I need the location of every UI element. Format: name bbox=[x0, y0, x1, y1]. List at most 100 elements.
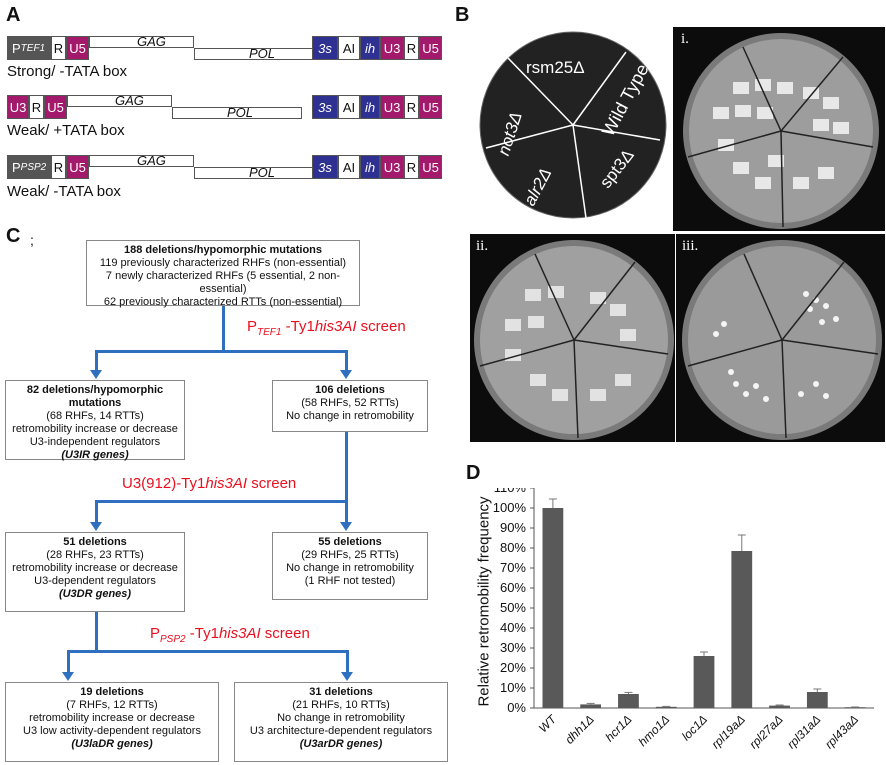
y-tick-label: 10% bbox=[500, 680, 526, 695]
u3-right-box-2: U3 bbox=[380, 155, 404, 179]
box-55-line-2: No change in retromobility bbox=[286, 562, 414, 574]
box-19-deletions: 19 deletions (7 RHFs, 12 RTTs) retromobi… bbox=[5, 682, 219, 762]
construct-caption-2: Weak/ -TATA box bbox=[7, 183, 121, 200]
box-51-line-3: U3-dependent regulators bbox=[34, 575, 156, 587]
panel-label-a: A bbox=[6, 4, 21, 26]
3s-box-2: 3s bbox=[312, 155, 338, 179]
bar-4 bbox=[693, 656, 715, 708]
pol-label: POL bbox=[249, 46, 276, 61]
connector-left-drop-3 bbox=[67, 650, 70, 674]
gag-region bbox=[89, 36, 194, 48]
connector-106-vertical bbox=[345, 432, 348, 502]
ai-box-1: AI bbox=[338, 95, 360, 119]
connector-51-vertical bbox=[95, 612, 98, 652]
bar-1 bbox=[580, 704, 602, 708]
box-31-title: 31 deletions bbox=[309, 686, 373, 698]
box-55-deletions: 55 deletions (29 RHFs, 25 RTTs) No chang… bbox=[272, 532, 428, 600]
screen-1-label: PTEF1 -Ty1his3AI screen bbox=[247, 318, 406, 338]
bar-7 bbox=[806, 692, 828, 708]
box-51-title: 51 deletions bbox=[63, 536, 127, 548]
x-tick-label-0: WT bbox=[536, 711, 560, 735]
connector-right-drop-1 bbox=[345, 350, 348, 372]
box-31-line-1: (21 RHFs, 10 RTTs) bbox=[292, 699, 390, 711]
connector-left-drop-2 bbox=[95, 500, 98, 524]
screen-3-ital: his3AI bbox=[218, 625, 261, 642]
u5-right-box-1: U5 bbox=[419, 95, 442, 119]
panel-label-c: C bbox=[6, 225, 21, 247]
screen-2-prefix: U3(912)-Ty1 bbox=[122, 475, 206, 492]
y-tick-label: 60% bbox=[500, 580, 526, 595]
screen-3-suffix: screen bbox=[260, 625, 310, 642]
y-tick-label: 80% bbox=[500, 540, 526, 555]
screen-2-suffix: screen bbox=[247, 475, 297, 492]
box-188-line-1: 119 previously characterized RHFs (non-e… bbox=[99, 257, 347, 269]
box-55-title: 55 deletions bbox=[318, 536, 382, 548]
screen-3-prefix: P bbox=[150, 625, 161, 642]
arrowhead-82 bbox=[90, 370, 102, 379]
ih-box-1: ih bbox=[360, 95, 380, 119]
chart-svg: 0%10%20%30%40%50%60%70%80%90%100%110%WTd… bbox=[493, 488, 874, 751]
x-tick-label-1: dhh1Δ bbox=[562, 712, 596, 746]
arrowhead-19 bbox=[62, 672, 74, 681]
box-82-deletions: 82 deletions/hypomorphic mutations (68 R… bbox=[5, 380, 185, 461]
screen-3-label: PPSP2 -Ty1his3AI screen bbox=[150, 625, 310, 645]
connector-left-drop-1 bbox=[95, 350, 98, 372]
pol-label: POL bbox=[249, 165, 276, 180]
x-tick-label-8: rpl43aΔ bbox=[822, 712, 861, 751]
y-tick-label: 30% bbox=[500, 640, 526, 655]
screen-3-mid: -Ty1 bbox=[185, 625, 219, 642]
box-19-line-1: (7 RHFs, 12 RTTs) bbox=[66, 699, 158, 711]
screen-2-label: U3(912)-Ty1his3AI screen bbox=[122, 475, 296, 492]
box-31-line-4: (U3arDR genes) bbox=[299, 738, 383, 750]
panel-label-b: B bbox=[455, 4, 470, 26]
panel-label-d: D bbox=[466, 462, 481, 484]
box-106-line-2: No change in retromobility bbox=[286, 410, 414, 422]
3s-box-0: 3s bbox=[312, 36, 338, 60]
plate-photo-iii: iii. bbox=[676, 234, 885, 442]
pol-label: POL bbox=[227, 105, 254, 120]
label-rsm25: rsm25Δ bbox=[526, 58, 585, 77]
box-106-line-1: (58 RHFs, 52 RTTs) bbox=[301, 397, 399, 409]
box-51-line-2: retromobility increase or decrease bbox=[12, 562, 178, 574]
box-31-deletions: 31 deletions (21 RHFs, 10 RTTs) No chang… bbox=[234, 682, 448, 762]
screen-1-suffix: screen bbox=[356, 318, 406, 335]
box-55-line-1: (29 RHFs, 25 RTTs) bbox=[301, 549, 399, 561]
3s-box-1: 3s bbox=[312, 95, 338, 119]
screen-1-ital: his3AI bbox=[314, 318, 357, 335]
r-right-box-2: R bbox=[404, 155, 419, 179]
bar-0 bbox=[542, 508, 564, 708]
screen-1-sub: TEF1 bbox=[257, 327, 282, 338]
box-82-line-1: (68 RHFs, 14 RTTs) bbox=[46, 410, 144, 422]
u5-right-box-2: U5 bbox=[419, 155, 442, 179]
y-tick-label: 90% bbox=[500, 520, 526, 535]
arrowhead-31 bbox=[341, 672, 353, 681]
plate-label-ii: ii. bbox=[476, 238, 489, 254]
connector-bottom-horizontal bbox=[67, 650, 349, 653]
panel-b-strain-diagram: rsm25Δ Wild Type spt3Δ alr2Δ not3Δ bbox=[478, 30, 668, 220]
box-55-line-3: (1 RHF not tested) bbox=[304, 575, 396, 587]
box-188-title: 188 deletions/hypomorphic mutations bbox=[123, 244, 323, 256]
y-tick-label: 70% bbox=[500, 560, 526, 575]
connector-right-drop-3 bbox=[346, 650, 349, 674]
promoter-name: PSP2 bbox=[20, 161, 47, 173]
arrowhead-51 bbox=[90, 522, 102, 531]
y-tick-label: 20% bbox=[500, 660, 526, 675]
box-82-title: 82 deletions/hypomorphic mutations bbox=[26, 384, 164, 409]
u3-right-box-1: U3 bbox=[380, 95, 404, 119]
bar-3 bbox=[655, 706, 677, 708]
u5-right-box-0: U5 bbox=[419, 36, 442, 60]
r-right-box-0: R bbox=[404, 36, 419, 60]
promoter-prefix: P bbox=[12, 40, 21, 56]
y-tick-label: 0% bbox=[507, 700, 526, 715]
gag-label: GAG bbox=[137, 34, 166, 49]
stray-mark: ; bbox=[30, 232, 34, 248]
plate-label-iii: iii. bbox=[682, 238, 699, 254]
u5-left-box-2: U5 bbox=[66, 155, 89, 179]
box-51-deletions: 51 deletions (28 RHFs, 23 RTTs) retromob… bbox=[5, 532, 185, 612]
bar-2 bbox=[618, 694, 639, 708]
promoter-name: TEF1 bbox=[20, 42, 46, 54]
y-tick-label: 40% bbox=[500, 620, 526, 635]
x-tick-label-2: hcr1Δ bbox=[602, 712, 634, 744]
box-51-line-4: (U3DR genes) bbox=[58, 588, 132, 600]
